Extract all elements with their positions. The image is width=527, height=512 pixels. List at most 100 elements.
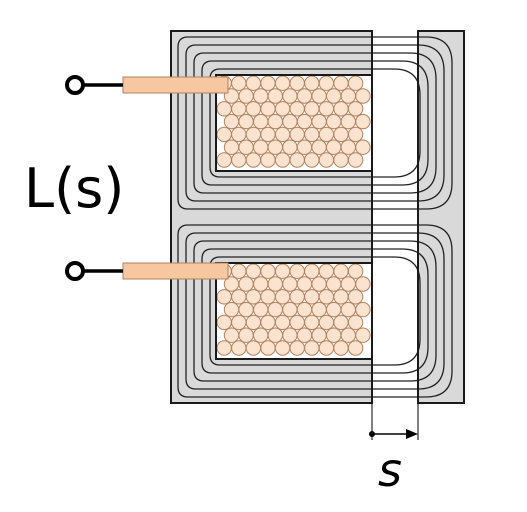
wire-turn [304,314,320,331]
wire-turn [347,101,364,117]
wire-turn [231,75,247,91]
wire-turn [253,139,269,155]
wire-turn [326,139,342,155]
wire-turn [267,276,283,292]
wire-turn [260,75,276,91]
wire-turn [289,314,305,331]
wire-turn [274,126,291,143]
wire-turn [355,301,371,318]
wire-turn [223,301,240,318]
wire-turn [347,126,364,143]
wire-turn [347,340,364,356]
wire-turn [216,314,232,331]
wire-turn [216,340,232,356]
wire-turn [289,289,305,305]
wire-turn [216,289,232,305]
wire-turn [326,327,342,343]
wire-turn [304,289,320,305]
wire-turn [274,340,291,356]
terminal-circle-icon[interactable] [65,261,85,281]
wire-turn [326,113,342,130]
wire-turn [318,263,335,279]
wire-turn [274,101,291,117]
wire-turn [296,113,313,130]
wire-turn [282,301,298,318]
terminal-circle-icon[interactable] [65,75,85,95]
wire-turn [304,101,320,117]
wire-turn [282,327,298,343]
wire-turn [296,139,313,155]
wire-turn [333,152,349,168]
wire-turn [311,88,327,104]
wire-turn [260,263,276,279]
wire-turn [223,139,240,155]
wire-turn [274,314,291,331]
wire-turn [238,88,254,104]
wire-turn [238,276,254,292]
wire-turn [245,314,262,331]
wire-turn [333,263,349,279]
wire-turn [238,327,254,343]
wire-turn [245,152,262,168]
wire-turn [296,276,313,292]
wire-turn [274,75,291,91]
gap-label: s [378,443,402,497]
wire-turn [318,314,335,331]
wire-turn [245,75,262,91]
wire-turn [223,113,240,130]
wire-turn [289,152,305,168]
wire-turn [318,340,335,356]
wire-turn [267,301,283,318]
wire-turn [355,276,371,292]
wire-turn [238,139,254,155]
wire-turn [274,263,291,279]
wire-turn [355,327,371,343]
wire-turn [326,276,342,292]
wire-turn [333,101,349,117]
wire-turn [267,139,283,155]
wire-turn [296,88,313,104]
coil-winding-lower [216,263,371,356]
wire-turn [340,139,356,155]
wire-turn [289,101,305,117]
wire-turn [238,113,254,130]
wire-turn [245,289,262,305]
wire-turn [274,289,291,305]
wire-turn [340,88,356,104]
wire-turn [311,301,327,318]
wire-turn [340,301,356,318]
wire-turn [333,289,349,305]
wire-turn [216,126,232,143]
wire-turn [260,289,276,305]
wire-turn [245,126,262,143]
air-gap [371,31,419,403]
lead-lower [65,261,229,281]
wire-turn [311,139,327,155]
wire-turn [245,263,262,279]
wire-turn [355,139,371,155]
wire-turn [245,101,262,117]
gap-dimension [369,403,419,440]
wire-turn [333,126,349,143]
wire-turn [296,301,313,318]
wire-turn [216,152,232,168]
coil-window-lower [215,262,373,360]
wire-turn [267,327,283,343]
wire-turn [318,101,335,117]
wire-turn [333,340,349,356]
wire-turn [311,113,327,130]
wire-turn [347,314,364,331]
wire-turn [289,263,305,279]
wire-turn [347,263,364,279]
wire-turn [231,263,247,279]
movable-plate [417,30,465,404]
wire-turn [231,289,247,305]
wire-turn [318,152,335,168]
wire-turn [347,289,364,305]
wire-turn [318,126,335,143]
wire-turn [311,276,327,292]
wire-turn [253,327,269,343]
wire-turn [260,340,276,356]
wire-turn [231,126,247,143]
